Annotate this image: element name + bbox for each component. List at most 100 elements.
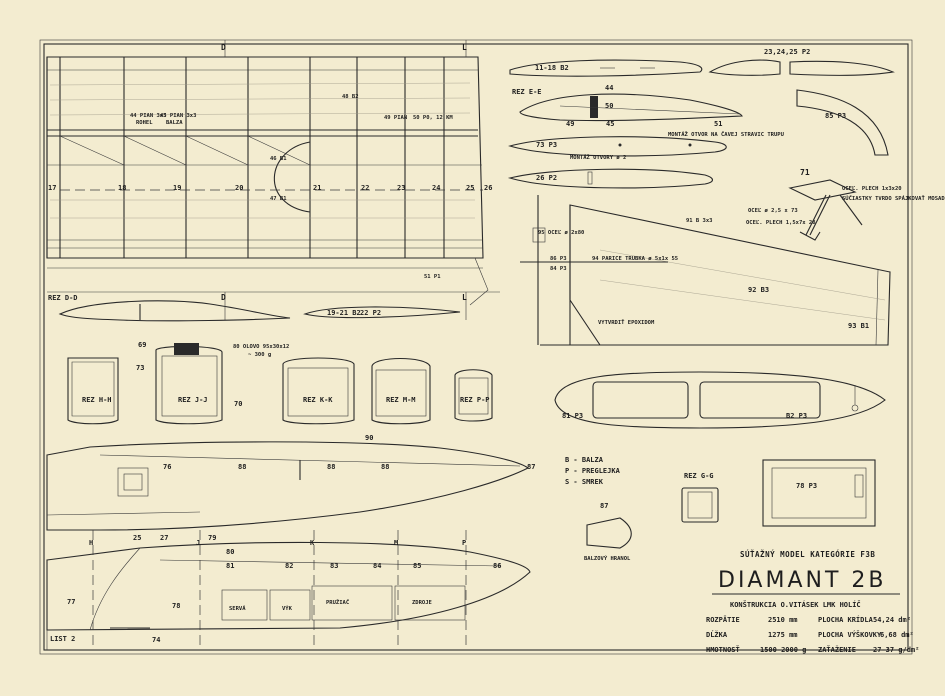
fus-80b: 80	[226, 548, 234, 556]
legend-s: S - SMREK	[565, 478, 604, 486]
canopy-b2: B2 P3	[786, 412, 807, 420]
rib-24: 24	[432, 184, 440, 192]
fus-power: ZDROJE	[412, 600, 432, 606]
spec-label-loading: ZAŤAŽENIE	[818, 645, 856, 654]
horn-note-3: OCEĽ ø 2,5 x 73	[748, 208, 798, 214]
fus-vyk: VÝK	[282, 605, 293, 612]
label-e51: 51	[714, 120, 722, 128]
part-78: 78 P3	[796, 482, 817, 490]
spec-label-length: DĹŽKA	[706, 630, 728, 639]
fus-80-sub: ~ 300 g	[248, 352, 271, 358]
fuselage-sections: REZ H-H REZ J-J 69 73 70 80 OLOVO 95x30x…	[67, 341, 493, 425]
section-ee-label: REZ E-E	[512, 88, 542, 96]
spec-value-wing-area: 54,24 dm²	[873, 616, 911, 624]
rib-17: 17	[48, 184, 56, 192]
fus-88a: 88	[238, 463, 246, 471]
station-m: M	[394, 539, 398, 547]
note-46: 46 B1	[270, 156, 287, 162]
fus-86: 86	[493, 562, 501, 570]
fus-servo: SERVÁ	[229, 605, 246, 612]
wing-outline	[46, 56, 484, 259]
fus-73: 73	[136, 364, 144, 372]
fus-88c: 88	[381, 463, 389, 471]
rib-26: 26	[484, 184, 492, 192]
horn-71: 71	[800, 168, 810, 177]
rib-25: 25	[466, 184, 474, 192]
section-kk: REZ K-K	[303, 396, 333, 404]
title-name: DIAMANT 2B	[718, 568, 887, 593]
fus-90: 90	[365, 434, 373, 442]
fus-84: 84	[373, 562, 381, 570]
title-block: SÚŤAŽNÝ MODEL KATEGÓRIE F3B DIAMANT 2B K…	[706, 550, 919, 654]
section-mark-d1: D	[221, 43, 226, 52]
title-subtitle: SÚŤAŽNÝ MODEL KATEGÓRIE F3B	[740, 550, 875, 559]
tail-84: 84 P3	[550, 266, 567, 272]
tail-fin: 91 B 3x3 95 OCEĽ ø 2x80 86 P3 84 P3 94 P…	[520, 195, 891, 346]
profile-23-25: 23,24,25 P2	[764, 48, 810, 56]
note-45-sub: BALZA	[166, 120, 183, 126]
section-pp: REZ P-P	[460, 396, 490, 404]
spec-label-mass: HMOTNOSŤ	[706, 645, 740, 654]
label-e49: 49	[566, 120, 574, 128]
legend: B - BALZA P - PREGLEJKA S - SMREK	[565, 456, 621, 486]
note-50: 50 P0, 12 KM	[413, 115, 453, 121]
label-e44: 44	[605, 84, 613, 92]
profile-22: 22 P2	[360, 309, 381, 317]
spec-label-stab-area: PLOCHA VÝŠKOVKY	[818, 630, 882, 639]
fus-78: 78	[172, 602, 180, 610]
fus-83: 83	[330, 562, 338, 570]
part-87-desc: BALZOVÝ HRANOL	[584, 555, 631, 562]
horn-note-4: OCEĽ. PLECH 1,5x7x 28	[746, 220, 816, 226]
fus-81: 81	[226, 562, 234, 570]
legend-b: B - BALZA	[565, 456, 604, 464]
part-85: 85 P3	[825, 112, 846, 120]
sheet-outer-border	[39, 39, 913, 655]
section-dd-label: REZ D-D	[48, 294, 78, 302]
section-mark-d2: D	[221, 293, 226, 302]
tail-95: 95 OCEĽ ø 2x80	[538, 230, 584, 236]
profile-11-18: 11-18 B2	[535, 64, 569, 72]
note-48: 48 B2	[342, 94, 359, 100]
station-p: P	[462, 539, 466, 547]
tail-91: 91 B 3x3	[686, 218, 713, 224]
profile-73: 73 P3	[536, 141, 557, 149]
rib-22: 22	[361, 184, 369, 192]
note-44-sub: ROHEL	[136, 120, 153, 126]
horn-note-2: SÚČIASTKY TVRDO SPÁJKOVAŤ MOSADZOU	[842, 194, 945, 202]
tail-92: 92 B3	[748, 286, 769, 294]
note-47: 47 B1	[270, 196, 287, 202]
part-87-num: 87	[600, 502, 608, 510]
note-51: 51 P1	[424, 274, 441, 280]
sheet-border	[43, 43, 909, 651]
note-mont2: MONTÁŽ OTVORY ø 2	[570, 153, 626, 161]
fus-spring: PRUŽIAČ	[326, 598, 350, 606]
fuselage-side: H J K M P 25 27 79 80 81 82 83 84 85 86 …	[46, 530, 531, 650]
station-h: H	[89, 539, 93, 547]
canopy-81: 81 P3	[562, 412, 583, 420]
fus-25: 25	[133, 534, 141, 542]
tail-86: 86 P3	[550, 256, 567, 262]
station-j: J	[196, 539, 200, 547]
wing-plan: D L 17 18 19 20 21 22 23 24 25 26 44 PIA…	[46, 40, 492, 306]
tail-94: 94 PARICE TRUBKA ø 5x1x 55	[592, 256, 678, 262]
horn-note-1: OCEĽ. PLECH 1x3x20	[842, 186, 902, 192]
tail-93: 93 B1	[848, 322, 869, 330]
spec-value-span: 2510 mm	[768, 616, 798, 624]
section-gg: REZ G-G	[681, 472, 719, 523]
fus-87: 87	[527, 463, 535, 471]
section-mm: REZ M-M	[386, 396, 416, 404]
label-e50: 50	[605, 102, 613, 110]
section-dd: REZ D-D D L 19-21 B2 22 P2	[47, 291, 500, 322]
note-44: 44 PIAN 3x3	[130, 113, 166, 119]
section-mark-l1: L	[462, 43, 467, 52]
note-45: 45 PIAN 3x3	[160, 113, 196, 119]
section-gg-label: REZ G-G	[684, 472, 714, 480]
fus-79: 79	[208, 534, 216, 542]
rib-21: 21	[313, 184, 321, 192]
part-78-plate: 78 P3	[762, 459, 876, 527]
fus-85: 85	[413, 562, 421, 570]
spec-label-wing-area: PLOCHA KRÍDLA	[818, 615, 874, 624]
label-e45: 45	[606, 120, 614, 128]
